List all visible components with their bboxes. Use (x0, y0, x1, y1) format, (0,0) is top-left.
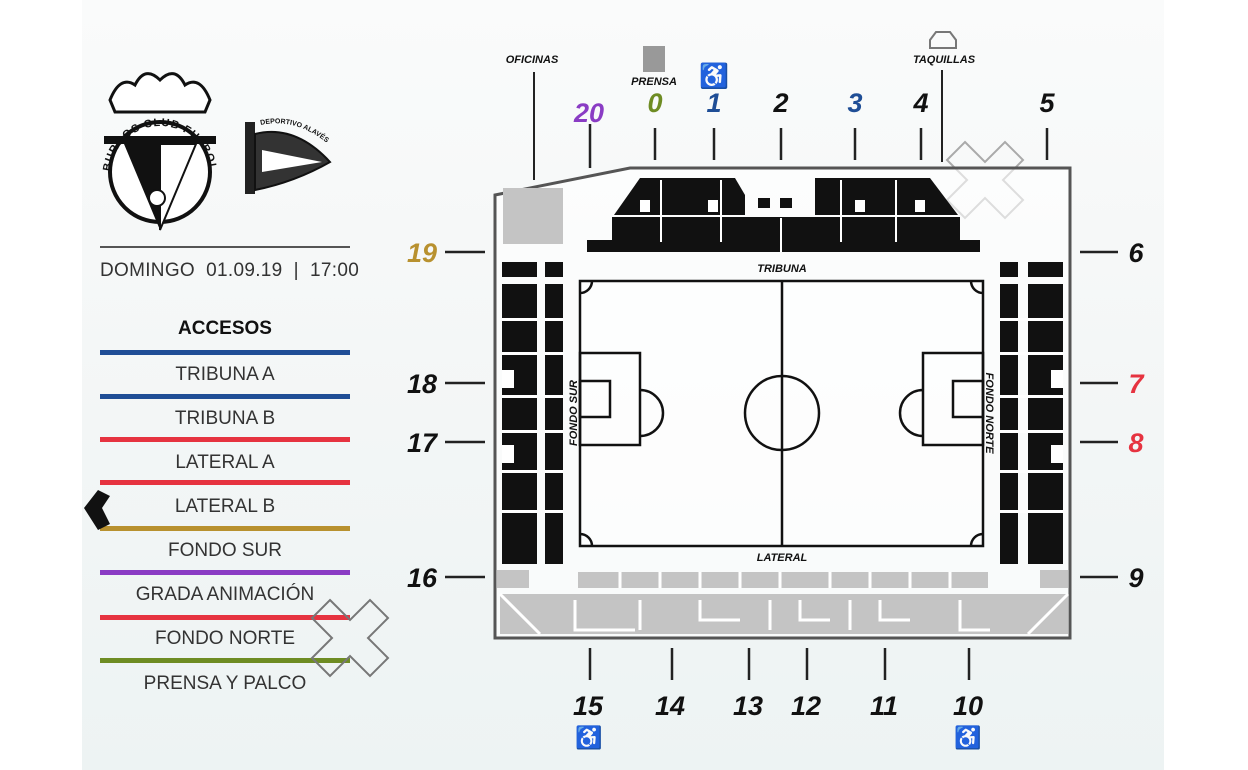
legend-line (100, 570, 350, 575)
gate-2: 2 (772, 88, 788, 118)
label-prensa: PRENSA (631, 76, 677, 88)
legend-line (100, 394, 350, 399)
fondo-sur-stand (502, 262, 563, 564)
legend-title: ACCESOS (178, 318, 272, 339)
label-lateral: LATERAL (757, 552, 808, 564)
legend-item-fondo-norte: FONDO NORTE (154, 628, 296, 649)
gate-14: 14 (655, 691, 685, 721)
gate-4: 4 (912, 88, 928, 118)
label-tribuna: TRIBUNA (757, 263, 807, 275)
gate-17: 17 (407, 428, 439, 458)
gate-10: 10 (953, 691, 983, 721)
gate-7: 7 (1128, 369, 1145, 399)
gate-19: 19 (407, 238, 437, 268)
divider (100, 246, 350, 248)
gate-6: 6 (1128, 238, 1144, 268)
press-icon (643, 46, 665, 72)
gate-3: 3 (847, 88, 862, 118)
legend-line (100, 658, 350, 663)
pitch (578, 279, 985, 548)
legend-line (100, 615, 350, 620)
burgos-cf-crest: BURGOS CLUB FUTBOL (101, 72, 218, 231)
decor-x-mark (310, 598, 390, 678)
gate-9: 9 (1128, 563, 1143, 593)
gate-12: 12 (791, 691, 821, 721)
wheelchair-icon: ♿ (954, 725, 981, 750)
gate-11: 11 (870, 691, 898, 721)
label-oficinas: OFICINAS (506, 54, 559, 66)
legend-item-lateral-b: LATERAL B (174, 496, 276, 517)
ticket-office-icon (929, 31, 957, 49)
wheelchair-icon: ♿ (699, 62, 729, 90)
fondo-norte-stand (1000, 262, 1063, 564)
decor-chevron (84, 490, 110, 530)
label-fondo-norte: FONDO NORTE (983, 372, 995, 454)
offices-block (503, 188, 563, 244)
legend-item-lateral-a: LATERAL A (175, 452, 275, 473)
gate-15: 15 (573, 691, 604, 721)
gate-18: 18 (407, 369, 437, 399)
label-taquillas: TAQUILLAS (913, 54, 976, 66)
legend-line (100, 480, 350, 485)
lateral-stand (497, 570, 1070, 636)
gate-5: 5 (1039, 88, 1055, 118)
gate-13: 13 (733, 691, 763, 721)
tribuna-stand (587, 178, 980, 252)
gate-8: 8 (1128, 428, 1143, 458)
gate-0: 0 (647, 88, 662, 118)
legend-item-prensa-palco: PRENSA Y PALCO (143, 673, 307, 694)
gate-pointers (445, 124, 1118, 680)
gate-16: 16 (407, 563, 438, 593)
gate-1: 1 (706, 88, 721, 118)
legend-line (100, 437, 350, 442)
label-fondo-sur: FONDO SUR (568, 380, 580, 446)
legend-line (100, 526, 350, 531)
wheelchair-icon: ♿ (575, 725, 602, 750)
match-date: DOMINGO 01.09.19 | 17:00 (100, 260, 360, 281)
legend-item-tribuna-a: TRIBUNA A (175, 364, 275, 385)
legend-item-tribuna-b: TRIBUNA B (174, 408, 276, 429)
legend-line (100, 350, 350, 355)
legend-item-grada-animacion: GRADA ANIMACIÓN (135, 584, 315, 605)
legend-item-fondo-sur: FONDO SUR (168, 540, 282, 561)
gate-20: 20 (573, 98, 604, 128)
